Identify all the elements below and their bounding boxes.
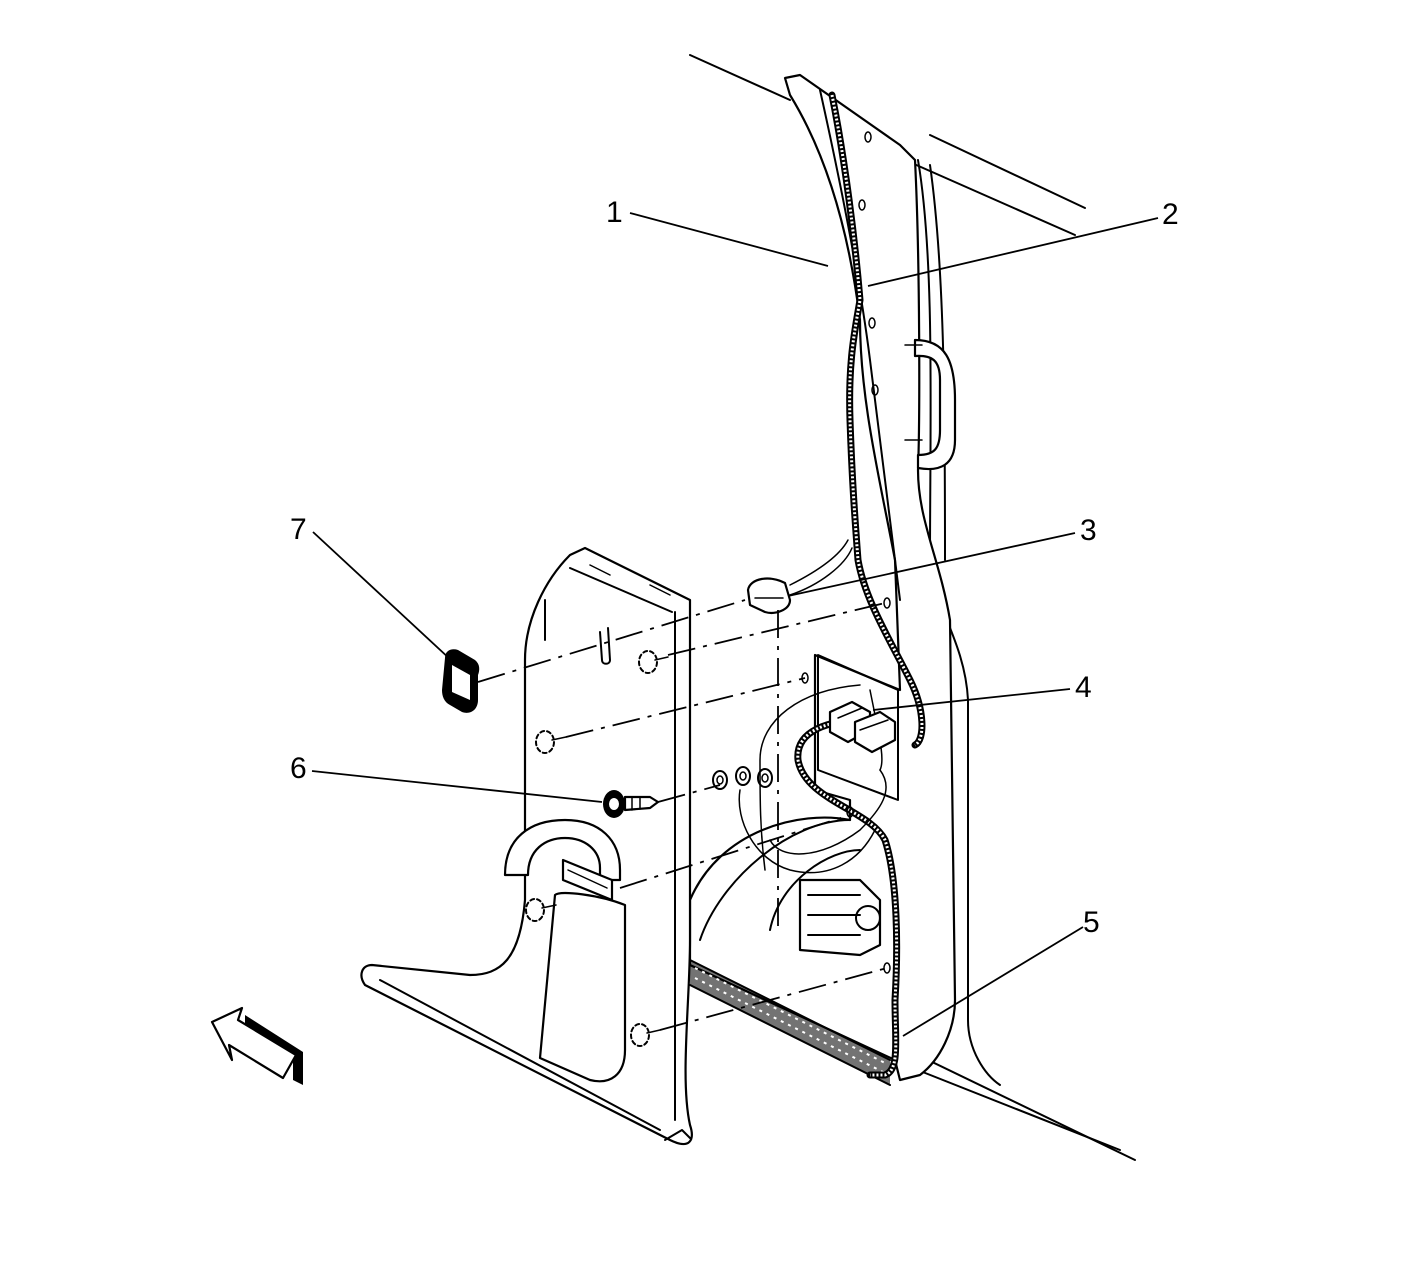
bolt-icon <box>603 790 660 818</box>
retainer-icon <box>630 1023 661 1047</box>
callout-4: 4 <box>1075 671 1092 704</box>
assembly-lines <box>477 599 888 1031</box>
front-direction-arrow-icon <box>210 1006 303 1085</box>
callout-labels: 1 2 3 4 5 6 7 <box>290 196 1179 939</box>
retainer-icon <box>525 898 557 922</box>
callout-5: 5 <box>1083 906 1100 939</box>
callout-3: 3 <box>1080 514 1097 547</box>
trim-retainers <box>525 650 669 1047</box>
trim-cap-icon <box>442 649 480 713</box>
wiring-harness <box>738 91 926 1079</box>
module-connector <box>828 700 897 754</box>
callout-7: 7 <box>290 513 307 546</box>
retainer-icon <box>535 730 567 754</box>
leader-lines <box>311 212 1159 1037</box>
callout-1: 1 <box>606 196 623 229</box>
callout-2: 2 <box>1162 198 1179 231</box>
callout-6: 6 <box>290 752 307 785</box>
sill-strip <box>689 959 891 1086</box>
harness-clip <box>746 577 792 614</box>
retainer-icon <box>638 650 669 674</box>
body-pillar <box>688 73 957 1082</box>
pillar-trim-panel <box>360 546 693 1146</box>
